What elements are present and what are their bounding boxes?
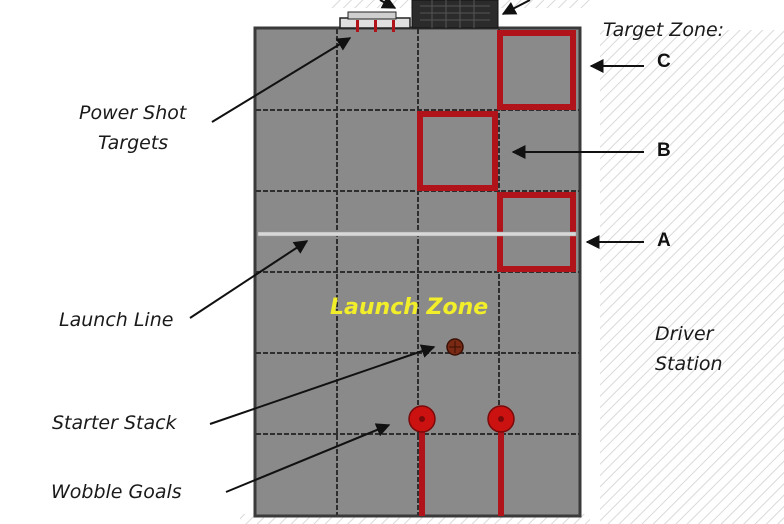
tower-goal	[411, 0, 499, 29]
target-zone-b	[417, 111, 498, 191]
starter-stack	[446, 338, 464, 356]
zone-c-label: C	[657, 51, 671, 72]
launch-zone-label: Launch Zone	[330, 295, 489, 320]
power-shot-targets	[339, 11, 411, 32]
target-zone-label: Target Zone:	[603, 19, 725, 41]
driver-station-area	[600, 30, 784, 524]
bottom-hatch	[240, 514, 590, 524]
target-zone-c	[497, 30, 576, 110]
power-shot-label-line1: Power Shot	[79, 102, 187, 124]
starter-stack-label: Starter Stack	[52, 412, 177, 434]
zone-a-label: A	[657, 230, 671, 251]
pointer-arrows	[189, 0, 644, 493]
zone-b-label: B	[657, 140, 671, 161]
wobble-goal-left	[408, 405, 436, 516]
power-shot-label-line2: Targets	[98, 132, 169, 154]
driver-station-label-line2: Station	[655, 353, 723, 375]
launch-line	[257, 231, 577, 237]
driver-station-label-line1: Driver	[655, 323, 714, 345]
wobble-goal-right	[487, 405, 515, 516]
launch-line-label: Launch Line	[59, 309, 174, 331]
wobble-goals-label: Wobble Goals	[51, 481, 182, 503]
